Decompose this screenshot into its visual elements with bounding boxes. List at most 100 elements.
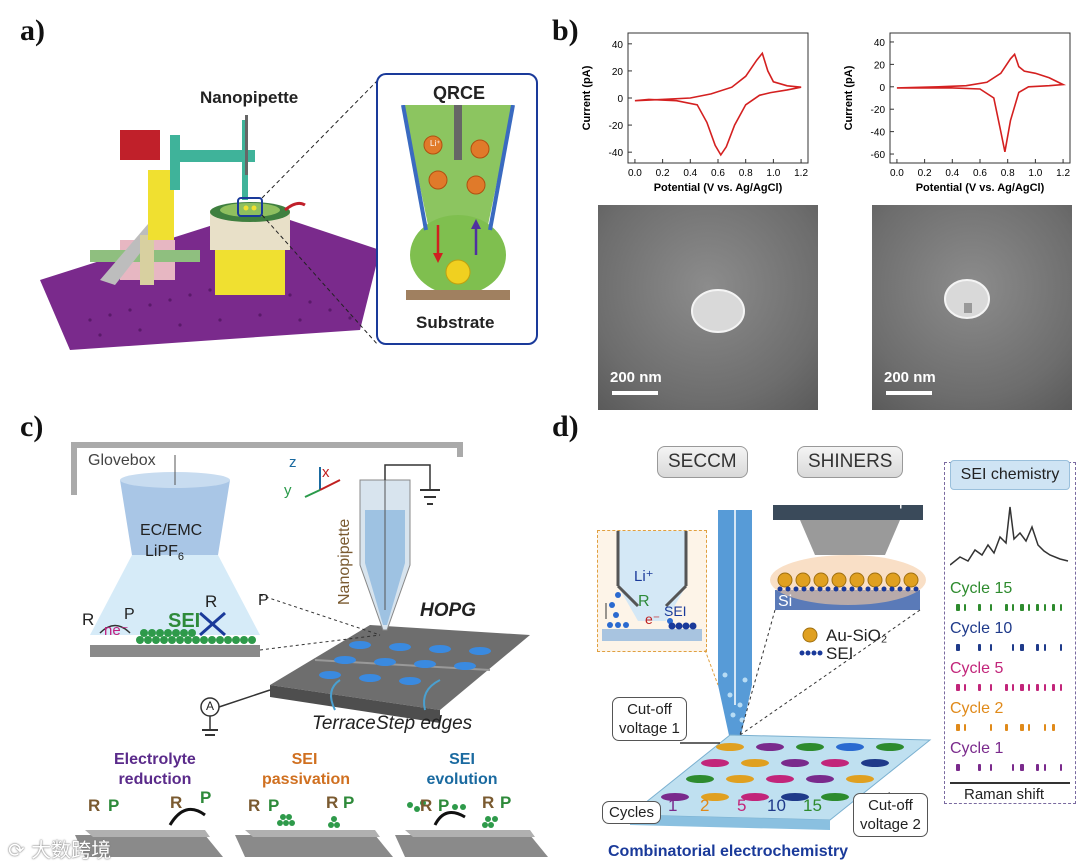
electron-transfer-label: ne⁻ [104, 622, 129, 639]
raman-peak [1012, 644, 1014, 651]
shiners-label: SHINERS [797, 446, 904, 478]
raman-peak [1052, 604, 1055, 611]
y-tick-label: -20 [871, 105, 886, 116]
raman-peak [956, 684, 960, 691]
ammeter-label: A [206, 699, 215, 713]
raman-peak [956, 724, 960, 731]
raman-shift-label: Raman shift [964, 786, 1045, 803]
y-tick-label: -40 [609, 148, 624, 159]
plot-frame [627, 32, 809, 164]
mech3-product: P [438, 796, 450, 815]
raman-cycle-label: Cycle 5 [950, 660, 1004, 677]
x-tick-label: 0.8 [1001, 168, 1015, 179]
x-tick-label: 1.0 [766, 168, 780, 179]
qrce-label: QRCE [433, 83, 486, 103]
y-axis-label: Current (pA) [581, 65, 593, 130]
raman-peak [1005, 684, 1008, 691]
x-tick-label: 0.6 [711, 168, 725, 179]
plot-frame [889, 32, 1071, 164]
au-sio2-label: Au-SiO₂ [826, 626, 888, 645]
raman-peak [1020, 684, 1024, 691]
mech2-reactant: R [248, 796, 261, 815]
cycle-number-15: 15 [803, 796, 822, 815]
mech1-reactant-2: R [170, 793, 183, 812]
particle-left [691, 289, 745, 333]
inset-li-label: Li⁺ [634, 568, 654, 585]
watermark-logo-icon: ⟳ [8, 838, 32, 862]
x-tick-label: 1.2 [1056, 168, 1070, 179]
mech1-product: P [108, 796, 120, 815]
x-tick-label: 0.0 [628, 168, 642, 179]
raman-cycle-peaks [956, 684, 1062, 691]
qrce-inset: QRCE Li⁺ Substrate [376, 73, 538, 345]
combinatorial-label: Combinatorial electrochemistry [608, 843, 849, 860]
raman-peak [1020, 604, 1024, 611]
axis-x-label: x [322, 464, 330, 481]
raman-peak [1005, 724, 1008, 731]
y-tick-label: -60 [871, 150, 886, 161]
shiners-seccm-diagram [704, 505, 926, 740]
y-tick-label: -40 [871, 128, 886, 139]
cycle-number-2: 2 [700, 796, 710, 815]
raman-peak [1044, 684, 1046, 691]
raman-peak [978, 604, 981, 611]
raman-peak [964, 724, 966, 731]
mech1-product-2: P [200, 788, 212, 807]
cycle-number-5: 5 [737, 796, 747, 815]
hopg-label: HOPG [420, 600, 476, 621]
blocked-product-label: P [258, 592, 269, 609]
inset-r-label: R [638, 593, 650, 610]
raman-peak [1020, 644, 1024, 651]
x-tick-label: 0.8 [739, 168, 753, 179]
raman-peak [1036, 764, 1039, 771]
raman-peak [956, 604, 960, 611]
raman-peak [1060, 604, 1062, 611]
raman-peak [956, 644, 960, 651]
raman-peak [1020, 724, 1024, 731]
raman-peak [1052, 724, 1055, 731]
panel-label-c: c) [20, 410, 44, 443]
setup-illustration [40, 80, 380, 350]
raman-cycle-peaks [956, 604, 1062, 611]
blocked-reactant-label: R [205, 592, 218, 611]
electrolyte-line1: EC/EMC [140, 522, 203, 539]
x-tick-label: 0.4 [683, 168, 697, 179]
seccm-hopg-illustration [71, 442, 530, 736]
raman-peak [978, 644, 981, 651]
raman-peak [990, 724, 992, 731]
axis-z-label: z [289, 454, 297, 471]
raman-cycle-label: Cycle 15 [950, 580, 1013, 597]
cv-curve [896, 52, 1067, 152]
seccm-label: SECCM [657, 446, 748, 478]
mech3-product-2: P [500, 793, 512, 812]
mech2-reactant-2: R [326, 793, 339, 812]
y-tick-label: 40 [612, 40, 624, 51]
raman-peak [1028, 604, 1030, 611]
raman-peak [1052, 684, 1055, 691]
mechanism-illustrations [75, 800, 548, 857]
raman-peak [1028, 724, 1030, 731]
raman-peak [1036, 604, 1039, 611]
step-edges-label: Step edges [376, 713, 473, 734]
x-tick-label: 0.2 [918, 168, 932, 179]
x-tick-label: 0.6 [973, 168, 987, 179]
raman-cycle-peaks [956, 764, 1062, 771]
raman-peak [1036, 684, 1039, 691]
cv-curve [634, 51, 802, 157]
raman-peak [1012, 764, 1014, 771]
scale-bar-left [612, 391, 658, 395]
axis-y-label: y [284, 482, 292, 499]
raman-spectrum [950, 506, 1069, 566]
seccm-inset: Li⁺ R e⁻ SEI [597, 530, 707, 652]
raman-cycle-peaks [956, 644, 1062, 651]
raman-peak [956, 764, 960, 771]
substrate-label: Substrate [416, 313, 495, 332]
x-axis-label: Potential (V vs. Ag/AgCl) [654, 182, 783, 194]
li-ion-label: Li⁺ [430, 139, 441, 148]
